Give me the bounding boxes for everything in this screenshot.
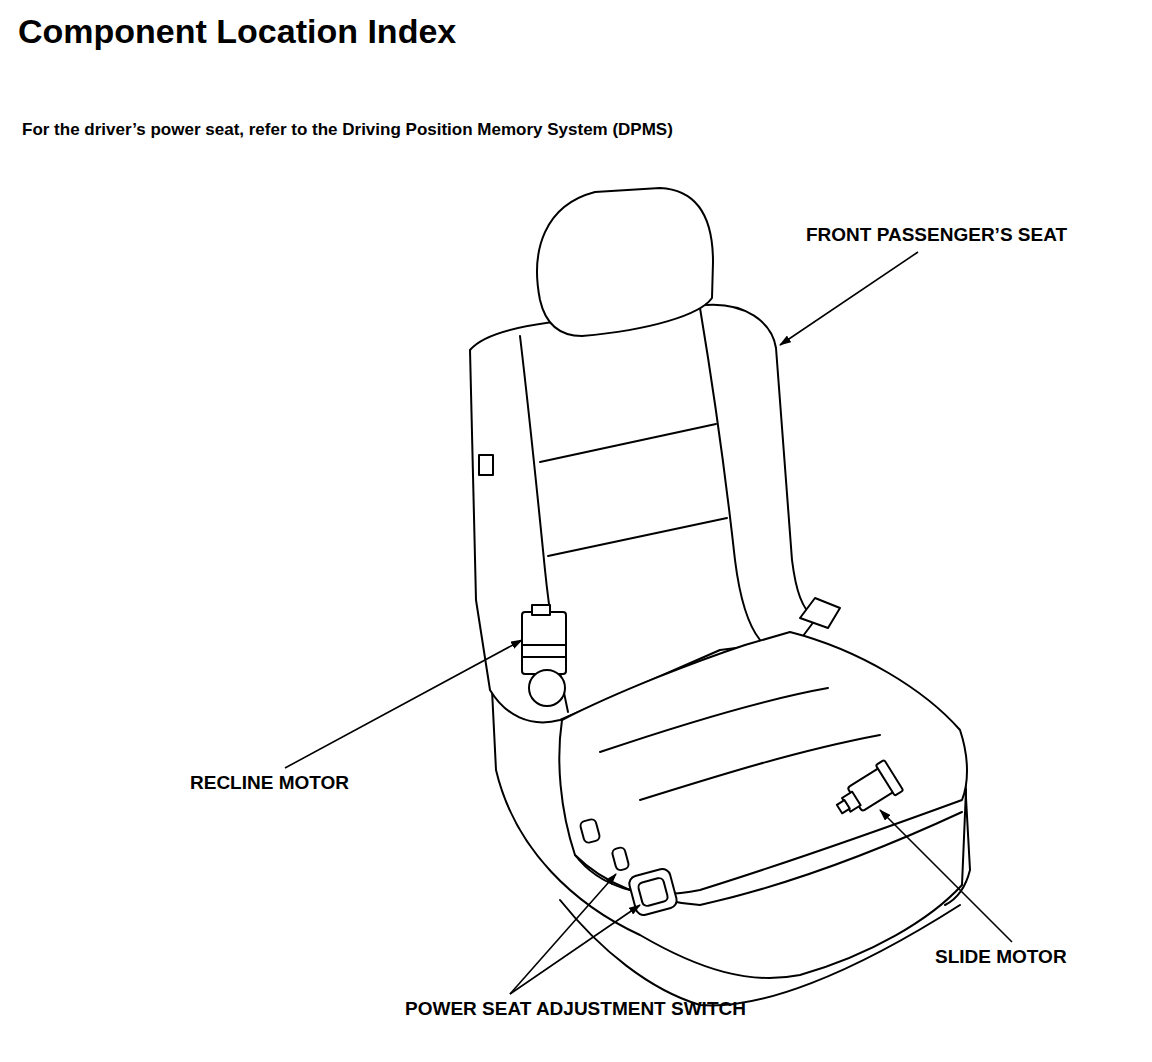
recline-motor <box>522 645 566 657</box>
leader-line <box>510 905 640 994</box>
seat-cushion <box>559 632 967 894</box>
part-label: POWER SEAT ADJUSTMENT SWITCH <box>405 998 746 1020</box>
part-label: SLIDE MOTOR <box>935 946 1067 968</box>
switch-knob <box>637 877 668 907</box>
stitch-line <box>548 518 727 556</box>
leader-line <box>285 640 522 768</box>
switch-knob <box>579 818 600 843</box>
seat-base <box>560 900 960 1005</box>
headrest <box>537 188 713 336</box>
page-title: Component Location Index <box>18 12 456 51</box>
switch-knob <box>628 867 679 917</box>
recline-motor <box>522 612 566 674</box>
recline-motor <box>532 605 550 615</box>
part-label: RECLINE MOTOR <box>190 772 349 794</box>
leader-line <box>880 810 1012 942</box>
backrest-bolster <box>520 336 568 712</box>
stitch-line <box>600 688 828 752</box>
leader-line <box>780 252 918 345</box>
stitch-line <box>540 424 716 462</box>
part-label: FRONT PASSENGER’S SEAT <box>806 224 1067 246</box>
note-text: For the driver’s power seat, refer to th… <box>22 120 673 140</box>
slide-motor <box>830 760 903 824</box>
belt-buckle <box>800 598 840 628</box>
stitch-line <box>640 735 880 800</box>
recline-motor <box>529 670 565 706</box>
switch-knob <box>611 847 629 872</box>
backrest-bolster <box>700 308 760 640</box>
leader-line <box>510 874 616 994</box>
lever-slot <box>479 455 493 475</box>
